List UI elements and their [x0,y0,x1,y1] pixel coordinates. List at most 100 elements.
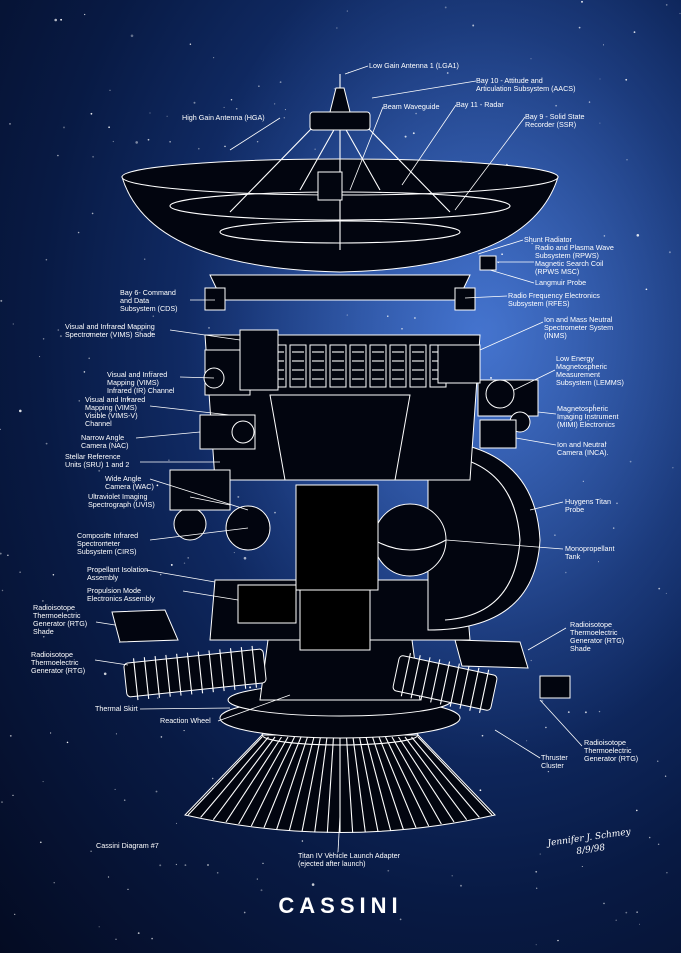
star [175,863,178,866]
rtg-right [392,653,497,713]
star [189,43,192,46]
label-launch-adapter: Titan IV Vehicle Launch Adapter (ejected… [298,851,401,868]
star [626,830,628,832]
lower-propellant-tank [300,590,370,650]
star [460,884,462,887]
label-bay9: Bay 9 - Solid State Recorder (SSR) [525,112,585,129]
star [120,327,123,329]
star [387,869,390,872]
star [625,911,628,914]
star [230,99,233,101]
star [183,562,186,564]
star [0,299,3,302]
star [0,552,2,555]
star [213,57,215,59]
star [233,552,235,554]
star [98,469,101,472]
label-vims-ir: Visual and Infrared Mapping (VIMS) Infra… [107,370,175,395]
star [599,78,601,80]
star [107,876,110,878]
star [486,78,488,80]
star [629,460,632,463]
label-hga: High Gain Antenna (HGA) [182,113,265,122]
star [92,155,94,158]
star [184,864,187,866]
star [106,533,109,535]
star [329,852,331,854]
rtg-shade-left [112,610,178,642]
star [603,235,606,237]
star [665,4,668,6]
leader-line [217,694,291,722]
star [115,733,117,735]
leader-line [149,405,231,416]
star [168,459,170,461]
star [460,160,462,162]
star [260,889,263,892]
star [175,822,178,824]
star [77,231,80,234]
label-inms: Ion and Mass Neutral Spectrometer System… [544,315,614,340]
star [42,338,45,340]
label-thermal-skirt: Thermal Skirt [95,704,138,713]
inms-instrument [438,345,480,383]
star [665,592,667,594]
star [19,409,22,413]
star [346,314,348,316]
thruster-cluster [540,676,570,698]
star [237,495,240,498]
oxidizer-tank [296,485,378,590]
leader-line [149,527,249,541]
star [183,730,185,732]
star [283,117,285,119]
star [7,554,9,557]
cassini-spacecraft [112,74,570,833]
star [151,937,153,940]
label-huygens: Huygens Titan Probe [565,497,611,514]
star [481,734,484,737]
label-cirs: Composite Infrared Spectrometer Subsyste… [77,531,139,556]
leader-line [401,104,457,186]
star [160,736,163,738]
leader-line [454,116,526,211]
star [588,101,591,103]
star [530,659,532,662]
star [501,253,503,256]
leader-line [145,569,216,583]
leader-line [479,321,544,351]
leader-line [489,269,535,284]
leader-line [229,117,281,151]
star [626,159,628,161]
star [198,117,201,119]
star [587,419,590,422]
star [152,315,155,317]
star [633,31,636,33]
star [108,126,110,129]
star [526,740,528,742]
star [668,251,671,254]
leader-line [494,729,541,759]
star [198,147,200,150]
star [535,870,538,873]
leader-line [149,478,249,511]
leader-line [344,65,369,75]
star [490,376,492,379]
star [567,711,570,713]
label-diagram-note: Cassini Diagram #7 [96,841,159,850]
star [12,323,14,325]
star [256,878,258,880]
label-lga1: Low Gain Antenna 1 (LGA1) [369,61,459,70]
star [584,711,587,714]
leader-line [189,496,231,506]
leader-line [139,707,231,710]
label-bay10: Bay 10 - Attitude and Articulation Subsy… [476,76,576,93]
star [547,770,550,773]
star [91,212,94,215]
star [638,923,641,925]
star [42,781,44,783]
star [144,258,146,260]
star [636,809,638,812]
star [387,315,389,317]
star [211,777,214,780]
